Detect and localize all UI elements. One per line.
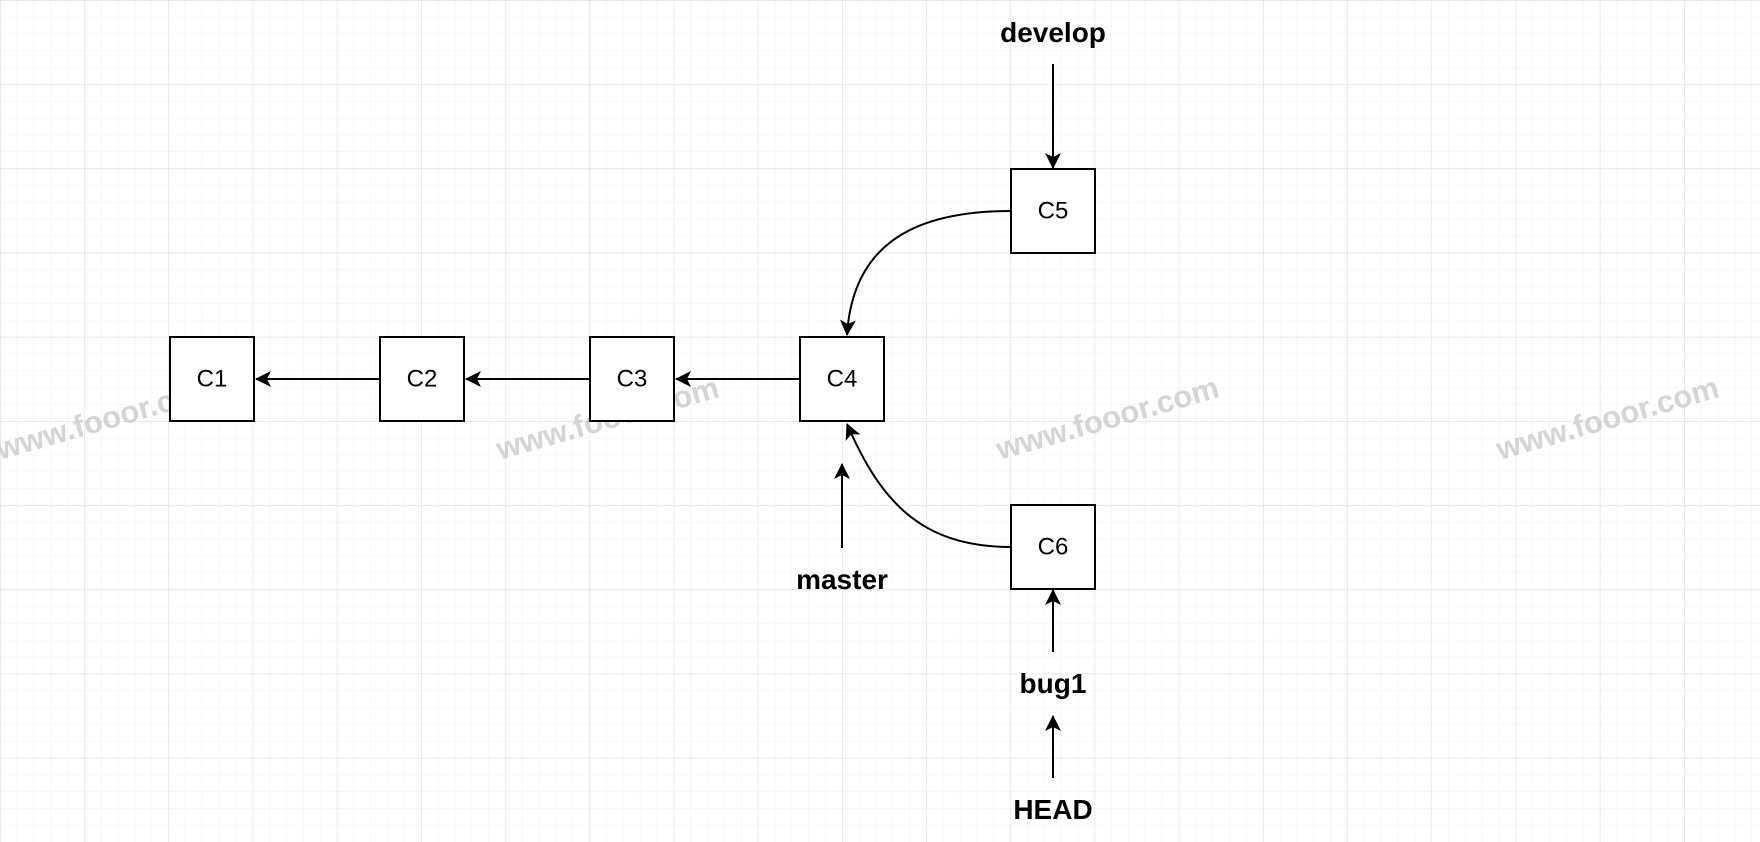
commit-label: C4 <box>827 366 858 393</box>
ref-label-bug1[interactable]: bug1 <box>1020 668 1087 699</box>
ref-arrows <box>834 64 1061 778</box>
commit-node-c6[interactable]: C6 <box>1010 504 1096 590</box>
commit-label: C5 <box>1038 198 1069 225</box>
commit-node-c3[interactable]: C3 <box>589 336 675 422</box>
commit-node-c2[interactable]: C2 <box>379 336 465 422</box>
edge-c5-to-c4 <box>839 210 1012 336</box>
edge-c6-to-c4 <box>845 423 1012 548</box>
commit-node-c1[interactable]: C1 <box>169 336 255 422</box>
commit-node-c5[interactable]: C5 <box>1010 168 1096 254</box>
commit-node-c4[interactable]: C4 <box>799 336 885 422</box>
ref-label-develop[interactable]: develop <box>1000 17 1106 48</box>
commit-box <box>589 336 675 422</box>
commit-label: C1 <box>197 366 228 393</box>
commit-label: C2 <box>407 366 438 393</box>
commit-box <box>799 336 885 422</box>
commit-box <box>1010 168 1096 254</box>
commit-box <box>379 336 465 422</box>
ref-label-head[interactable]: HEAD <box>1013 794 1092 825</box>
commit-label: C3 <box>617 366 648 393</box>
commit-box <box>169 336 255 422</box>
commit-edges <box>255 210 1012 548</box>
commit-box <box>1010 504 1096 590</box>
ref-label-master[interactable]: master <box>796 564 888 595</box>
commit-label: C6 <box>1038 534 1069 561</box>
